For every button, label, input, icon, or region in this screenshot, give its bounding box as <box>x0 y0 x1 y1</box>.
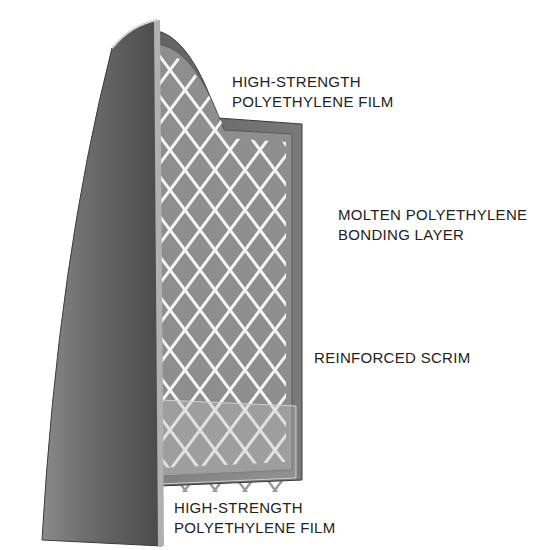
bonding-layer-label: MOLTEN POLYETHYLENE BONDING LAYER <box>338 205 538 244</box>
film-edge <box>154 20 164 546</box>
front-film-sheet <box>160 400 296 484</box>
film-top-edge <box>112 20 158 48</box>
front-film <box>42 20 162 546</box>
scrim-label: REINFORCED SCRIM <box>314 348 470 368</box>
film-label: HIGH-STRENGTH POLYETHYLENE FILM <box>232 72 422 111</box>
film-label: HIGH-STRENGTH POLYETHYLENE FILM <box>174 498 374 537</box>
